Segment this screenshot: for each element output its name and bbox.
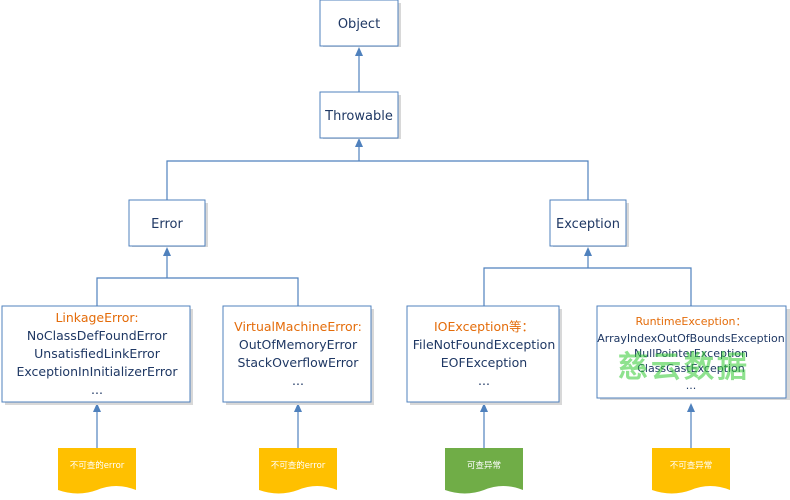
runtime-exception-line: ArrayIndexOutOfBoundsException (597, 332, 784, 345)
node-throwable-label: Throwable (324, 109, 393, 124)
tag-label: 可查异常 (467, 460, 501, 471)
tag-shape (58, 448, 136, 494)
arrow-io (480, 403, 488, 412)
vm-error-line: OutOfMemoryError (239, 337, 358, 352)
vm-error-line: ... (292, 373, 304, 388)
node-object: Object (319, 0, 401, 47)
io-exception-header: IOException等： (434, 319, 534, 334)
arrow-exception (584, 247, 592, 256)
tag-io: 可查异常 (445, 448, 523, 494)
connector-error-children-bus (96, 277, 299, 306)
arrow-error (163, 247, 171, 256)
arrow-runtime (687, 403, 695, 412)
io-exception-line: ... (478, 373, 490, 388)
node-runtime-exception: RuntimeException： ArrayIndexOutOfBoundsE… (596, 305, 790, 400)
linkage-error-line: ExceptionInInitializerError (16, 364, 178, 379)
tag-linkage: 不可查的error (58, 448, 136, 494)
connector-exception-children-bus (483, 267, 692, 306)
node-exception-label: Exception (556, 217, 620, 232)
tag-vm: 不可查的error (259, 448, 337, 494)
node-vm-error: VirtualMachineError: OutOfMemoryError St… (222, 305, 374, 405)
node-error: Error (128, 199, 208, 247)
node-object-label: Object (338, 17, 380, 32)
connector-error-exception-bus (166, 160, 589, 200)
linkage-error-line: NoClassDefFoundError (27, 328, 168, 343)
node-throwable: Throwable (319, 91, 401, 139)
watermark: 慈云数据 (618, 350, 750, 385)
runtime-exception-header: RuntimeException： (635, 315, 746, 328)
tag-label: 不可查的error (70, 460, 125, 471)
node-linkage-error: LinkageError: NoClassDefFoundError Unsat… (1, 305, 193, 405)
node-exception: Exception (549, 199, 629, 247)
connectors (93, 47, 695, 448)
runtime-exception-line: NullPointerException (634, 347, 748, 360)
tag-runtime: 不可查异常 (652, 448, 730, 494)
arrow-vm (294, 403, 302, 412)
runtime-exception-line: ClassCastException (637, 362, 745, 375)
tag-label: 不可查异常 (670, 460, 713, 471)
arrow-throwable (355, 138, 363, 147)
linkage-error-line: ... (91, 382, 103, 397)
tag-shape (652, 448, 730, 494)
vm-error-header: VirtualMachineError: (234, 319, 362, 334)
tag-shape (445, 448, 523, 494)
vm-error-line: StackOverflowError (238, 355, 360, 370)
io-exception-line: FileNotFoundException (413, 337, 556, 352)
linkage-error-header: LinkageError: (55, 310, 138, 325)
arrow-linkage (93, 403, 101, 412)
arrow-object (355, 47, 363, 56)
runtime-exception-line: ... (686, 379, 697, 392)
node-io-exception: IOException等： FileNotFoundException EOFE… (406, 305, 562, 405)
tag-shape (259, 448, 337, 494)
tag-label: 不可查的error (271, 460, 326, 471)
node-error-label: Error (151, 217, 183, 232)
linkage-error-line: UnsatisfiedLinkError (34, 346, 161, 361)
io-exception-line: EOFException (441, 355, 527, 370)
